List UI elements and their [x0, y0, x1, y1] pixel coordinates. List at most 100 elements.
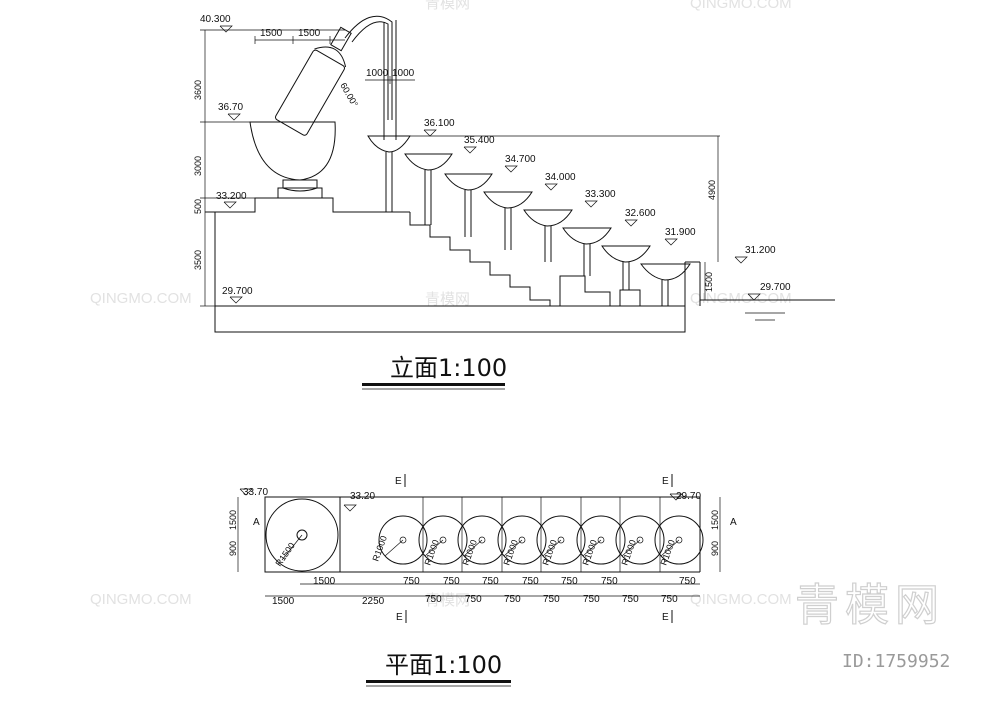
- main-bowl-plan: [265, 498, 339, 572]
- dim-bot-5: 750: [543, 594, 560, 605]
- brand-watermark: 青模网: [795, 580, 945, 631]
- stair-lower: [559, 275, 611, 306]
- level-markers: 40.300 36.70 33.200 29.700 36.100 35.400…: [200, 14, 791, 304]
- radius-small: R1000: [501, 538, 519, 566]
- cascade-bowl: [523, 209, 573, 262]
- dim-top-7: 750: [679, 576, 696, 587]
- dim-v3000: 3000: [193, 156, 203, 176]
- small-bowl: [497, 515, 547, 565]
- section-mark-e: E: [396, 612, 403, 623]
- cascade-bowl: [444, 173, 493, 237]
- watermark-site: QINGMO.COM: [690, 0, 792, 12]
- level-ground-left: 29.700: [222, 286, 253, 297]
- level-s1: 36.100: [424, 118, 455, 129]
- dim-bot-4: 750: [504, 594, 521, 605]
- plan-level-right: 29.70: [676, 491, 701, 502]
- dim-angle: 60.00°: [338, 81, 360, 109]
- radius-small: R1000: [370, 534, 388, 562]
- level-s4: 34.000: [545, 172, 576, 183]
- dim-bot-0: 1500: [272, 596, 295, 607]
- watermark-site-cn: 青模网: [425, 0, 470, 12]
- dim-bot-6: 750: [583, 594, 600, 605]
- dim-1500-b: 1500: [298, 28, 321, 39]
- water-arc: [344, 15, 393, 120]
- title-underline-thick: [362, 383, 505, 386]
- watermark-site-cn: 青模网: [425, 291, 470, 308]
- level-ground-right: 29.700: [760, 282, 791, 293]
- level-s2: 35.400: [464, 135, 495, 146]
- plan-level-mid: 33.20: [350, 491, 375, 502]
- small-bowl: [576, 515, 626, 565]
- dim-top-1: 750: [403, 576, 420, 587]
- dim-v3500: 3500: [193, 250, 203, 270]
- base-slab: [214, 305, 686, 333]
- small-bowls-plan: [378, 515, 704, 565]
- level-base-right: 31.200: [745, 245, 776, 256]
- level-bowl-rim: 36.70: [218, 102, 243, 113]
- dim-v4900: 4900: [707, 180, 717, 200]
- small-bowl: [378, 515, 428, 565]
- level-s3: 34.700: [505, 154, 536, 165]
- plan-view: R1500 R1000 R1000 R1000 R1000 R1000 R100…: [228, 474, 737, 687]
- level-top: 40.300: [200, 14, 231, 25]
- cascade-bowl: [562, 227, 612, 276]
- dim-v500: 500: [193, 199, 203, 214]
- dim-bot-3: 750: [465, 594, 482, 605]
- dim-1000-b: 1000: [392, 68, 415, 79]
- stair-outline: [409, 212, 551, 306]
- dim-1500-a: 1500: [260, 28, 283, 39]
- plan-level-left: 33.70: [243, 487, 268, 498]
- dim-v1500: 1500: [704, 272, 714, 292]
- dim-bot-7: 750: [622, 594, 639, 605]
- dim-v900-left: 900: [228, 541, 238, 556]
- elevation-view: 3600 3000 500 3500 1500 1500 1000 1000 6…: [193, 14, 835, 390]
- cascade-bowl: [601, 245, 651, 290]
- section-mark-e: E: [662, 612, 669, 623]
- level-s6: 32.600: [625, 208, 656, 219]
- level-s7: 31.900: [665, 227, 696, 238]
- stair-end: [619, 289, 641, 306]
- bottle: [275, 26, 352, 136]
- dim-v1500-right: 1500: [710, 510, 720, 530]
- radius-small: R1000: [658, 538, 676, 566]
- bowl-series: [367, 135, 691, 306]
- dim-top-2: 750: [443, 576, 460, 587]
- plan-title: 平面1:100: [385, 651, 502, 679]
- main-pool-outline: [264, 496, 341, 573]
- level-base-left: 33.200: [216, 191, 247, 202]
- level-s5: 33.300: [585, 189, 616, 200]
- cascade-bowl: [640, 263, 691, 306]
- watermark-layer: QINGMO.COM QINGMO.COM QINGMO.COM QINGMO.…: [90, 0, 792, 609]
- small-bowl: [457, 515, 507, 565]
- watermark-site: QINGMO.COM: [690, 290, 792, 307]
- dim-bot-8: 750: [661, 594, 678, 605]
- radius-small: R1000: [580, 538, 598, 566]
- watermark-site: QINGMO.COM: [90, 591, 192, 608]
- bowl-stem: [282, 179, 318, 192]
- radius-small: R1000: [422, 538, 440, 566]
- section-mark-e: E: [395, 476, 402, 487]
- small-bowl: [536, 515, 586, 565]
- dim-v1500-left: 1500: [228, 510, 238, 530]
- drawing-id: ID:1759952: [842, 651, 950, 672]
- radius-main-line: [281, 534, 303, 561]
- dim-top-4: 750: [522, 576, 539, 587]
- small-bowl: [615, 515, 665, 565]
- dim-bot-2: 750: [425, 594, 442, 605]
- radius-small: R1000: [619, 538, 637, 566]
- elevation-title: 立面1:100: [390, 354, 507, 382]
- dim-v900-right: 900: [710, 541, 720, 556]
- dim-top-0: 1500: [313, 576, 336, 587]
- dim-v3600: 3600: [193, 80, 203, 100]
- main-bowl: [249, 121, 336, 181]
- section-mark-a-right: A: [730, 517, 737, 528]
- dim-top-3: 750: [482, 576, 499, 587]
- cascade-bowl: [404, 153, 453, 225]
- watermark-site: QINGMO.COM: [690, 591, 792, 608]
- section-mark-e: E: [662, 476, 669, 487]
- radius-small: R1000: [540, 538, 558, 566]
- watermark-site: QINGMO.COM: [90, 290, 192, 307]
- water-arc-inner: [351, 21, 389, 120]
